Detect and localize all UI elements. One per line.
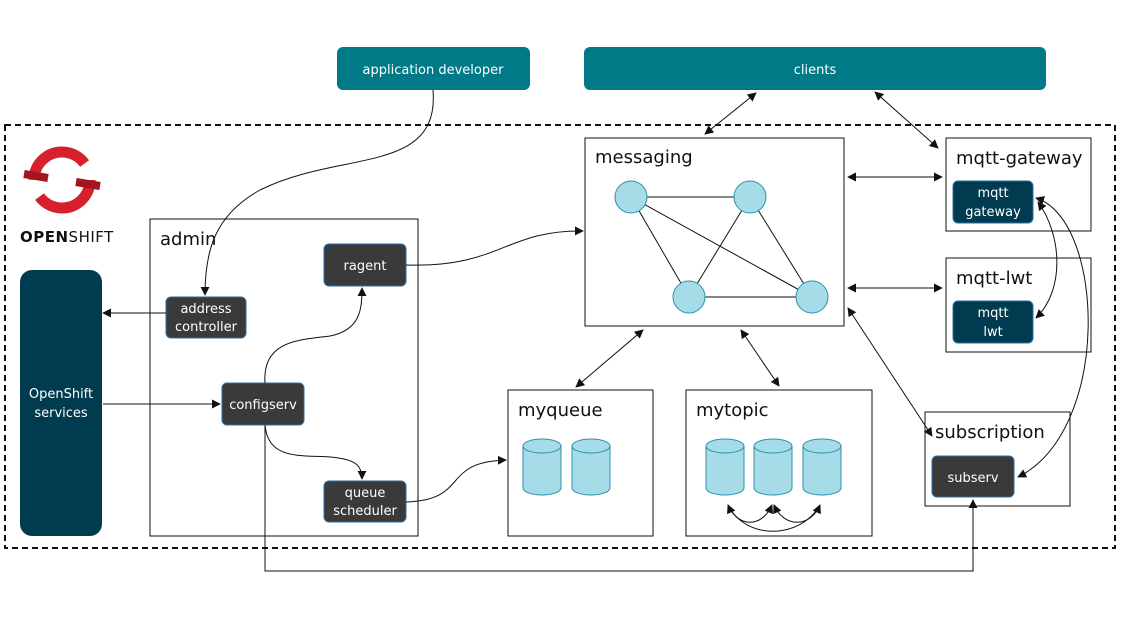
mesh-edge	[749, 196, 813, 298]
arrow-mqtt-gateway-subserv	[1017, 196, 1089, 478]
address-controller-service: address controller	[165, 296, 247, 339]
messaging-mesh-edges	[630, 196, 813, 298]
queue-storage-cylinder	[571, 438, 611, 496]
subserv-label: subserv	[947, 471, 998, 486]
openshift-services-line1: OpenShift	[29, 387, 93, 402]
arrow-developer-to-address-controller	[200, 89, 434, 296]
arrow-clients-messaging	[704, 92, 757, 135]
configserv-service: configserv	[221, 382, 305, 426]
mesh-edge	[630, 196, 690, 298]
topic-storage-cylinder	[705, 438, 745, 496]
queue-storage-cylinder	[522, 438, 562, 496]
openshift-brand-text: OPENSHIFT	[20, 228, 114, 246]
router-node	[733, 180, 767, 214]
queue-scheduler-line2: scheduler	[333, 504, 397, 519]
mqtt-gateway-line1: mqtt	[977, 186, 1008, 201]
router-node	[672, 280, 706, 314]
mqtt-gateway-service: mqtt gateway	[952, 180, 1034, 224]
mesh-edge	[630, 196, 813, 298]
address-controller-line1: address	[180, 302, 231, 317]
arrow-messaging-subscription	[847, 307, 933, 437]
mqtt-gateway-line2: gateway	[965, 205, 1021, 220]
arrow-configserv-to-ragent	[264, 287, 367, 384]
admin-title: admin	[160, 229, 216, 250]
topic-replication-arrow	[727, 504, 821, 532]
subscription-title: subscription	[935, 422, 1045, 443]
arrow-ragent-to-messaging	[405, 226, 584, 266]
application-developer-box: application developer	[337, 47, 530, 90]
arrow-queue-scheduler-to-myqueue	[405, 455, 507, 503]
mqtt-lwt-title: mqtt-lwt	[956, 268, 1032, 289]
brand-suffix: SHIFT	[69, 228, 115, 246]
arrow-configserv-to-subserv	[264, 425, 978, 572]
clients-label: clients	[794, 63, 837, 78]
mqtt-lwt-line1: mqtt	[977, 306, 1008, 321]
ragent-label: ragent	[344, 259, 387, 274]
mqtt-lwt-line2: lwt	[983, 325, 1002, 340]
queue-scheduler-service: queue scheduler	[323, 480, 407, 523]
configserv-label: configserv	[229, 398, 297, 413]
arrow-clients-mqtt-gateway	[874, 91, 939, 149]
arrow-configserv-to-queue-scheduler	[264, 424, 367, 480]
messaging-title: messaging	[595, 147, 693, 168]
topic-storage-cylinder	[753, 438, 793, 496]
topic-storage-cylinder	[802, 438, 842, 496]
openshift-logo-icon	[23, 146, 101, 214]
mytopic-title: mytopic	[696, 400, 769, 421]
openshift-cluster-boundary	[4, 124, 1116, 549]
mqtt-gateway-title: mqtt-gateway	[956, 148, 1083, 169]
router-node	[795, 280, 829, 314]
router-node	[614, 180, 648, 214]
mqtt-lwt-service: mqtt lwt	[952, 300, 1034, 344]
application-developer-label: application developer	[363, 63, 505, 78]
openshift-logo: OPENSHIFT	[20, 146, 114, 246]
arrow-messaging-mytopic	[740, 329, 780, 387]
queue-scheduler-line1: queue	[345, 486, 386, 501]
openshift-services-line2: services	[34, 406, 88, 421]
address-controller-line2: controller	[175, 320, 238, 335]
ragent-service: ragent	[323, 243, 407, 287]
myqueue-title: myqueue	[518, 400, 603, 421]
clients-box: clients	[584, 47, 1046, 90]
openshift-services-box: OpenShift services	[20, 270, 102, 536]
subserv-service: subserv	[931, 455, 1015, 498]
brand-prefix: OPEN	[20, 228, 69, 246]
mesh-edge	[688, 196, 751, 298]
arrow-messaging-myqueue	[575, 329, 644, 388]
